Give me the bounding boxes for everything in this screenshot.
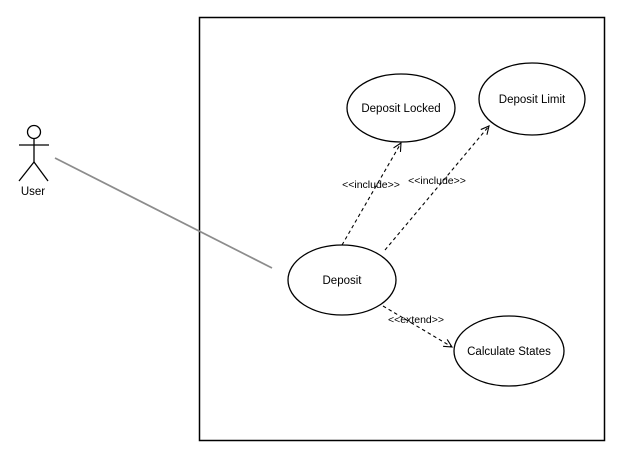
actor-label: User [21,186,45,198]
usecase-ellipse [287,244,397,316]
include-edge-line [341,141,402,246]
include-edge-line [384,125,490,251]
usecase-deposit: Deposit [287,244,397,316]
usecase-label: Deposit [323,275,363,287]
usecase-ellipse [478,62,586,136]
actor-head [26,124,42,140]
include-edge-deposit-to-deposit-limit: <<include>> [384,125,490,251]
include-edge-label: <<include>> [342,179,400,191]
extend-edge-label: <<extend>> [388,314,444,326]
usecase-label: Deposit Locked [361,103,440,115]
include-edge-label: <<include>> [408,175,466,187]
include-edge-deposit-to-deposit-locked: <<include>> [341,141,402,246]
usecase-ellipse [346,73,456,143]
usecase-label: Calculate States [467,346,551,358]
usecase-label: Deposit Limit [499,94,566,106]
actor-leg-left [18,161,35,182]
usecase-calculate-states: Calculate States [453,315,565,387]
actor-leg-right [33,161,49,182]
extend-edge-line [382,305,454,348]
extend-edge-deposit-to-calculate-states: <<extend>> [382,305,454,348]
usecase-ellipse [453,315,565,387]
usecase-deposit-locked: Deposit Locked [346,73,456,143]
association-user-deposit [54,157,273,269]
usecase-deposit-limit: Deposit Limit [478,62,586,136]
actor-user: User [18,124,49,198]
